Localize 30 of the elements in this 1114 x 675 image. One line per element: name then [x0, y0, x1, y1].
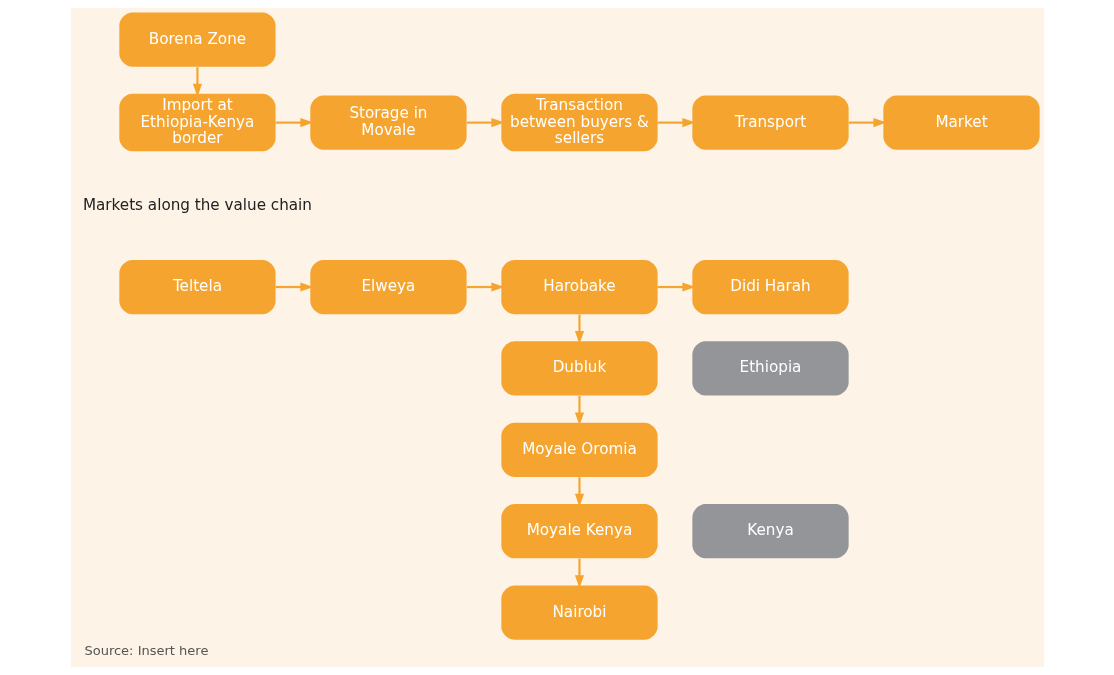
arrow	[192, 67, 202, 97]
node-box: Market	[882, 95, 1040, 150]
arrow	[574, 477, 584, 507]
node-box: Moyale Kenya	[500, 504, 658, 559]
node-box: Elweya	[309, 259, 467, 315]
node-box: Borena Zone	[118, 12, 276, 67]
arrow	[466, 118, 504, 128]
node-box: Ethiopia	[691, 341, 849, 396]
node-box: Storage in Movale	[309, 95, 467, 150]
node-box: Moyale Oromia	[500, 422, 658, 477]
node-box: Transaction between buyers & sellers	[500, 93, 658, 152]
node-box: Import at Ethiopia-Kenya border	[118, 93, 276, 152]
arrow	[574, 314, 584, 345]
node-box: Teltela	[118, 259, 276, 315]
node-box: Transport	[691, 95, 849, 150]
arrow	[657, 118, 695, 128]
arrow	[574, 558, 584, 589]
node-box: Harobake	[500, 259, 658, 315]
arrow	[574, 395, 584, 426]
node-box: Nairobi	[500, 585, 658, 640]
label: Markets along the value chain	[82, 195, 312, 214]
node-box: Dubluk	[500, 341, 658, 396]
arrow	[275, 118, 313, 128]
arrow	[657, 282, 695, 292]
arrow	[848, 118, 886, 128]
node-box: Didi Harah	[691, 259, 849, 315]
caption: Source: Insert here	[83, 642, 208, 658]
arrow	[466, 282, 504, 292]
arrow	[275, 282, 313, 292]
node-box: Kenya	[691, 504, 849, 559]
